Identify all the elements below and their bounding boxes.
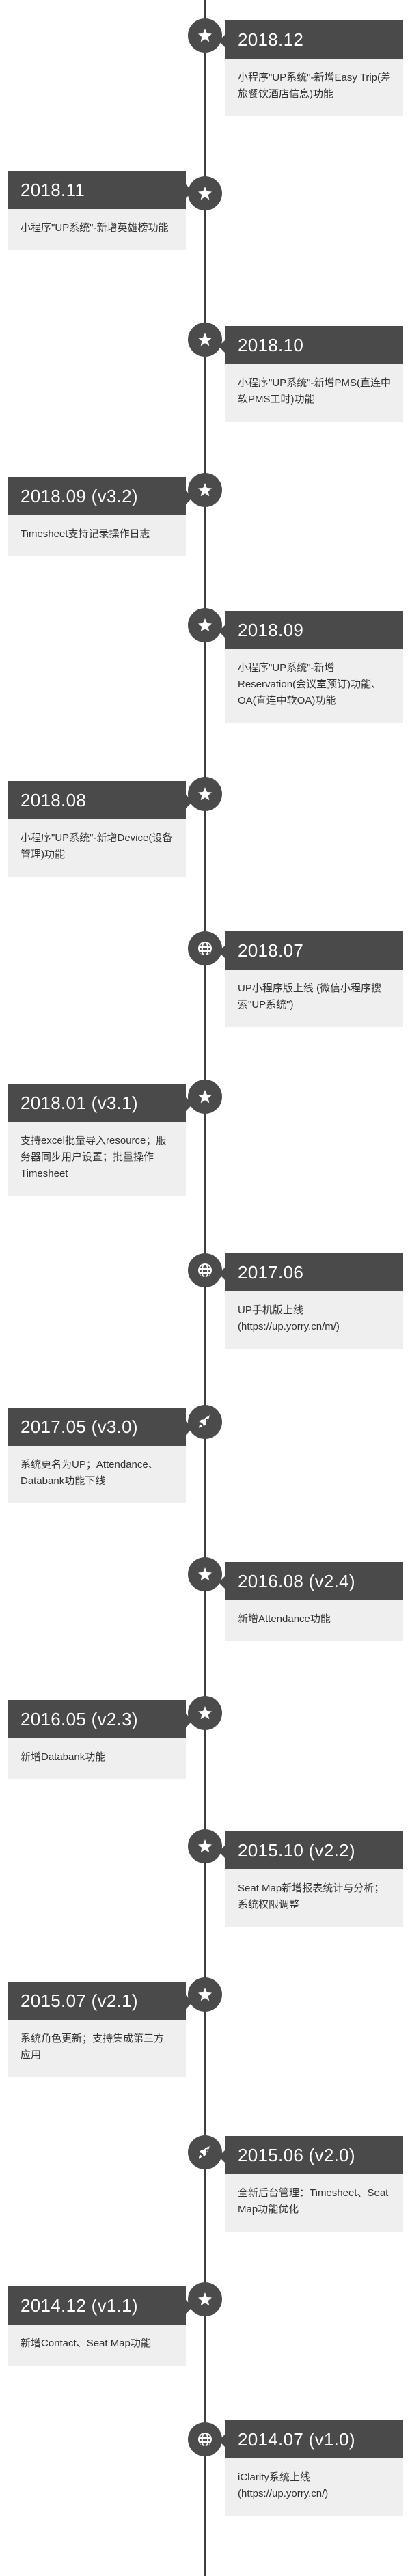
timeline-date: 2017.06 — [226, 1253, 403, 1291]
timeline-date: 2018.11 — [8, 171, 186, 209]
timeline-description: 小程序"UP系统"-新增Easy Trip(差旅餐饮酒店信息)功能 — [238, 72, 391, 100]
card-pointer — [219, 1845, 226, 1859]
globe-icon — [188, 2422, 222, 2456]
timeline-card-2018-09-v3-2: 2018.09 (v3.2) Timesheet支持记录操作日志 — [8, 477, 193, 556]
timeline-date: 2018.09 — [226, 611, 403, 649]
timeline-description: 小程序"UP系统"-新增Device(设备管理)功能 — [20, 832, 173, 860]
timeline-description: 新增Attendance功能 — [238, 1613, 331, 1625]
timeline-date: 2018.10 — [226, 326, 403, 364]
timeline-card-2015-06-v2-0: 2015.06 (v2.0) 全新后台管理：Timesheet、Seat Map… — [219, 2136, 403, 2232]
timeline-card-2018-12: 2018.12 小程序"UP系统"-新增Easy Trip(差旅餐饮酒店信息)功… — [219, 20, 403, 116]
card-pointer — [186, 1421, 193, 1435]
timeline-description: iClarity系统上线 (https://up.yorry.cn/) — [238, 2471, 329, 2499]
timeline-date: 2014.07 (v1.0) — [226, 2420, 403, 2458]
rocket-icon — [188, 1405, 222, 1439]
star-icon — [188, 2282, 222, 2316]
star-icon — [188, 777, 222, 811]
timeline-description: 系统更名为UP；Attendance、Databank功能下线 — [20, 1459, 159, 1487]
timeline-date: 2016.08 (v2.4) — [226, 1562, 403, 1600]
timeline-card-2018-11: 2018.11 小程序"UP系统"-新增英雄榜功能 — [8, 171, 193, 250]
timeline-description: UP手机版上线 (https://up.yorry.cn/m/) — [238, 1304, 340, 1332]
timeline-card-2018-09: 2018.09 小程序"UP系统"-新增Reservation(会议室预订)功能… — [219, 611, 403, 723]
star-icon — [188, 473, 222, 507]
star-icon — [188, 1829, 222, 1863]
timeline-description: 小程序"UP系统"-新增PMS(直连中软PMS工时)功能 — [238, 377, 391, 405]
card-pointer — [219, 625, 226, 638]
card-pointer — [219, 340, 226, 353]
timeline-description: Seat Map新增报表统计与分析；系统权限调整 — [238, 1882, 385, 1910]
timeline-description: 小程序"UP系统"-新增英雄榜功能 — [20, 222, 169, 234]
star-icon — [188, 176, 222, 210]
timeline-card-2016-08-v2-4: 2016.08 (v2.4) 新增Attendance功能 — [219, 1562, 403, 1641]
card-pointer — [186, 795, 193, 808]
star-icon — [188, 1977, 222, 2012]
timeline-date: 2018.09 (v3.2) — [8, 477, 186, 515]
card-pointer — [219, 2434, 226, 2448]
timeline-card-2018-10: 2018.10 小程序"UP系统"-新增PMS(直连中软PMS工时)功能 — [219, 326, 403, 422]
timeline-description: Timesheet支持记录操作日志 — [20, 528, 150, 540]
timeline-description: 支持excel批量导入resource；服务器同步用户设置；批量操作Timesh… — [20, 1135, 167, 1179]
card-pointer — [186, 1714, 193, 1727]
star-icon — [188, 18, 222, 53]
timeline-date: 2016.05 (v2.3) — [8, 1700, 186, 1738]
card-pointer — [219, 34, 226, 48]
card-pointer — [219, 1267, 226, 1280]
rocket-icon — [188, 2135, 222, 2169]
card-pointer — [186, 491, 193, 504]
timeline-date: 2017.05 (v3.0) — [8, 1408, 186, 1446]
timeline-card-2014-12-v1-1: 2014.12 (v1.1) 新增Contact、Seat Map功能 — [8, 2286, 193, 2366]
card-pointer — [219, 1576, 226, 1589]
timeline-description: 小程序"UP系统"-新增Reservation(会议室预订)功能、OA(直连中软… — [238, 662, 382, 707]
card-pointer — [186, 1097, 193, 1111]
timeline-card-2017-06: 2017.06 UP手机版上线 (https://up.yorry.cn/m/) — [219, 1253, 403, 1349]
timeline-description: 新增Databank功能 — [20, 1751, 106, 1763]
star-icon — [188, 1557, 222, 1591]
timeline-card-2015-07-v2-1: 2015.07 (v2.1) 系统角色更新；支持集成第三方应用 — [8, 1982, 193, 2077]
timeline-card-2018-07: 2018.07 UP小程序版上线 (微信小程序搜索"UP系统") — [219, 931, 403, 1027]
timeline-description: 全新后台管理：Timesheet、Seat Map功能优化 — [238, 2187, 389, 2215]
star-icon — [188, 323, 222, 357]
timeline-date: 2014.12 (v1.1) — [8, 2286, 186, 2325]
timeline-date: 2015.10 (v2.2) — [226, 1831, 403, 1869]
star-icon — [188, 1080, 222, 1114]
timeline-card-2017-05-v3-0: 2017.05 (v3.0) 系统更名为UP；Attendance、Databa… — [8, 1408, 193, 1503]
star-icon — [188, 608, 222, 642]
timeline-card-2014-07-v1-0: 2014.07 (v1.0) iClarity系统上线 (https://up.… — [219, 2420, 403, 2516]
card-pointer — [186, 184, 193, 198]
timeline-date: 2018.01 (v3.1) — [8, 1084, 186, 1122]
timeline-date: 2018.08 — [8, 781, 186, 819]
timeline-date: 2018.12 — [226, 20, 403, 59]
card-pointer — [219, 945, 226, 959]
globe-icon — [188, 1253, 222, 1287]
timeline-date: 2018.07 — [226, 931, 403, 970]
timeline-card-2018-01-v3-1: 2018.01 (v3.1) 支持excel批量导入resource；服务器同步… — [8, 1084, 193, 1196]
timeline-card-2018-08: 2018.08 小程序"UP系统"-新增Device(设备管理)功能 — [8, 781, 193, 877]
timeline-description: 新增Contact、Seat Map功能 — [20, 2338, 151, 2349]
timeline-description: 系统角色更新；支持集成第三方应用 — [20, 2033, 165, 2061]
timeline-date: 2015.06 (v2.0) — [226, 2136, 403, 2174]
star-icon — [188, 1696, 222, 1730]
timeline-line — [204, 0, 206, 2576]
timeline-card-2015-10-v2-2: 2015.10 (v2.2) Seat Map新增报表统计与分析；系统权限调整 — [219, 1831, 403, 1927]
card-pointer — [186, 2300, 193, 2314]
timeline-date: 2015.07 (v2.1) — [8, 1982, 186, 2020]
globe-icon — [188, 931, 222, 965]
timeline-card-2016-05-v2-3: 2016.05 (v2.3) 新增Databank功能 — [8, 1700, 193, 1779]
card-pointer — [186, 1995, 193, 2009]
timeline-description: UP小程序版上线 (微信小程序搜索"UP系统") — [238, 983, 382, 1011]
card-pointer — [219, 2150, 226, 2163]
